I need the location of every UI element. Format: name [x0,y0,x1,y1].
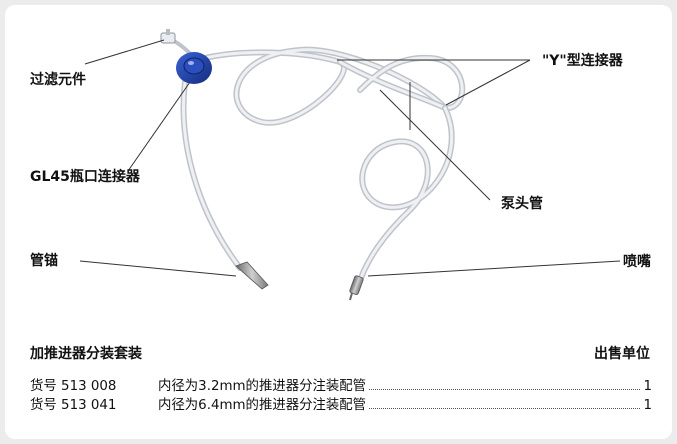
unit-header: 出售单位 [594,346,650,362]
label-nozzle: 喷嘴 [623,254,651,270]
filter-element [160,29,176,44]
order-row: 货号 513 041 内径为6.4mm的推进器分注装配管 1 [30,397,652,415]
catalog-number: 货号 513 008 [30,379,117,394]
leader-bottle [127,81,191,172]
leader-filter [84,39,165,65]
leader-anchor [79,260,237,277]
label-filter-element: 过滤元件 [30,72,86,88]
order-description: 内径为6.4mm的推进器分注装配管 [158,398,367,413]
label-pump-tube: 泵头管 [501,196,543,212]
label-y-connector: "Y"型连接器 [542,53,623,69]
nozzle [349,275,364,301]
order-description: 内径为3.2mm的推进器分注装配管 [158,379,367,394]
tube-anchor [235,261,269,290]
pump-tube [337,54,466,111]
leader-pump [379,89,491,201]
label-bottle-connector: GL45瓶口连接器 [30,169,140,185]
leader-y-2 [445,59,531,106]
section-title: 加推进器分装套装 [30,346,142,362]
order-quantity: 1 [643,379,652,394]
catalog-number: 货号 513 041 [30,398,117,413]
label-tube-anchor: 管锚 [30,253,58,269]
leader-nozzle [367,260,621,277]
gl45-bottle-cap [176,52,212,84]
dot-leader [369,407,641,409]
dot-leader [369,388,641,390]
order-row: 货号 513 008 内径为3.2mm的推进器分注装配管 1 [30,378,652,396]
order-quantity: 1 [643,398,652,413]
